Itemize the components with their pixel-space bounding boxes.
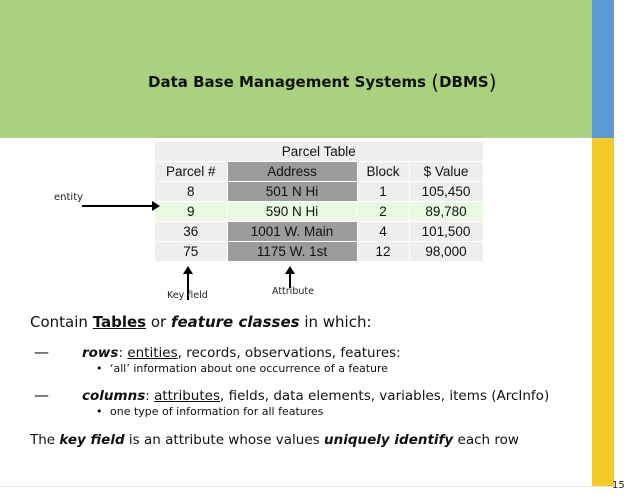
body-line-contain: Contain Tables or feature classes in whi…	[30, 313, 372, 331]
bullet-marker: •	[96, 405, 103, 418]
header-cell: Parcel #	[155, 161, 228, 182]
slide-title: Data Base Management Systems (DBMS)	[148, 70, 497, 94]
table-cell: 8	[155, 181, 228, 202]
accent-bar-yellow	[592, 138, 614, 486]
key-field-arrow-icon	[183, 266, 193, 300]
page-number: 15	[612, 480, 625, 491]
body-line-columns: columns: attributes, fields, data elemen…	[82, 388, 550, 404]
table-header-row: Parcel # Address Block $ Value	[155, 161, 484, 182]
bullet-marker: •	[96, 362, 103, 375]
body-line-key-field: The key field is an attribute whose valu…	[30, 432, 519, 448]
table-cell: 98,000	[409, 241, 484, 262]
key-field-label: Key field	[167, 290, 208, 301]
entity-arrow-icon	[82, 201, 160, 211]
table-cell: 1001 W. Main	[227, 221, 358, 242]
columns-bullet-text: one type of information for all features	[110, 405, 324, 418]
body-line-rows: rows: entities, records, observations, f…	[82, 345, 401, 361]
table-row-highlighted: 9 590 N Hi 2 89,780	[155, 201, 484, 222]
table-cell: 12	[357, 241, 410, 262]
table-row: 36 1001 W. Main 4 101,500	[155, 221, 484, 242]
attribute-arrow-icon	[285, 266, 295, 288]
attributes-link: attributes	[154, 388, 220, 404]
key-field-term: key field	[59, 432, 125, 448]
uniquely-identify-term: uniquely identify	[324, 432, 454, 448]
accent-bar-blue	[592, 0, 614, 138]
header-cell: Address	[227, 161, 358, 182]
rows-term: rows	[82, 345, 119, 361]
table-cell: 501 N Hi	[227, 181, 358, 202]
feature-classes-term: feature classes	[170, 313, 300, 331]
table-caption-row: Parcel Table	[155, 142, 484, 162]
table-cell: 590 N Hi	[227, 201, 358, 222]
dash-marker: —	[34, 343, 49, 361]
columns-term: columns	[82, 388, 146, 404]
right-margin	[614, 0, 638, 504]
table-cell: 75	[155, 241, 228, 262]
tables-term: Tables	[92, 313, 147, 331]
table-cell: 89,780	[409, 201, 484, 222]
parcel-table: Parcel Table Parcel # Address Block $ Va…	[155, 142, 484, 262]
header-cell: Block	[357, 161, 410, 182]
table-row: 8 501 N Hi 1 105,450	[155, 181, 484, 202]
table-cell: 4	[357, 221, 410, 242]
title-text: Data Base Management Systems	[148, 73, 427, 91]
title-band	[0, 0, 592, 138]
table-cell: 1175 W. 1st	[227, 241, 358, 262]
table-cell: 36	[155, 221, 228, 242]
header-cell: $ Value	[409, 161, 484, 182]
table-cell: 1	[357, 181, 410, 202]
table-caption: Parcel Table	[155, 142, 484, 162]
dash-marker: —	[34, 386, 49, 404]
table-cell: 9	[155, 201, 228, 222]
entity-label: entity	[54, 192, 84, 203]
attribute-label: Attribute	[272, 286, 314, 297]
table-cell: 101,500	[409, 221, 484, 242]
entities-link: entities	[127, 345, 178, 361]
rows-bullet-text: ‘all’ information about one occurrence o…	[110, 362, 389, 375]
table-cell: 105,450	[409, 181, 484, 202]
table-cell: 2	[357, 201, 410, 222]
arcinfo-note: (ArcInfo)	[491, 388, 550, 404]
table-row: 75 1175 W. 1st 12 98,000	[155, 241, 484, 262]
footer-divider	[0, 486, 614, 487]
title-abbr: DBMS	[439, 73, 489, 91]
